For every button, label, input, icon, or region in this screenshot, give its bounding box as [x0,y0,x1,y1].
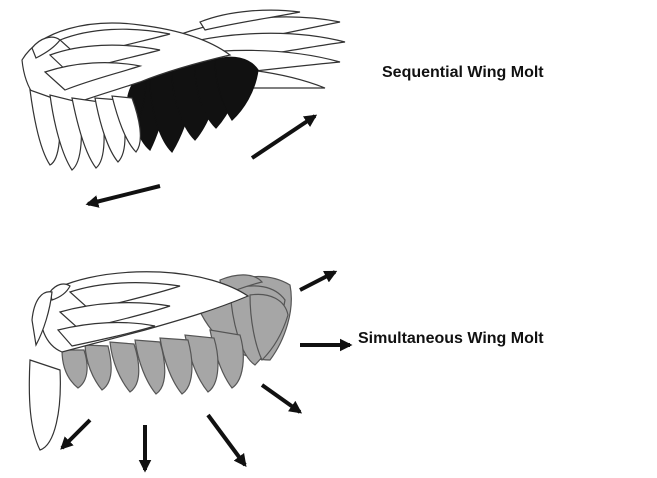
sequential-secondaries [30,90,140,170]
simultaneous-arrow-upper-right [300,272,335,290]
sequential-arrow-outward [252,116,315,158]
simultaneous-arrow-down-left [62,420,90,448]
sequential-arrow-inward [88,186,160,204]
simultaneous-arrow-lower-right [262,385,300,412]
simultaneous-arrow-down-right [208,415,245,465]
simultaneous-wing-illustration [29,272,291,450]
sequential-wing-illustration [22,10,345,170]
sequential-wing-molt-caption: Sequential Wing Molt [382,64,544,82]
simultaneous-wing-molt-caption: Simultaneous Wing Molt [358,330,544,348]
